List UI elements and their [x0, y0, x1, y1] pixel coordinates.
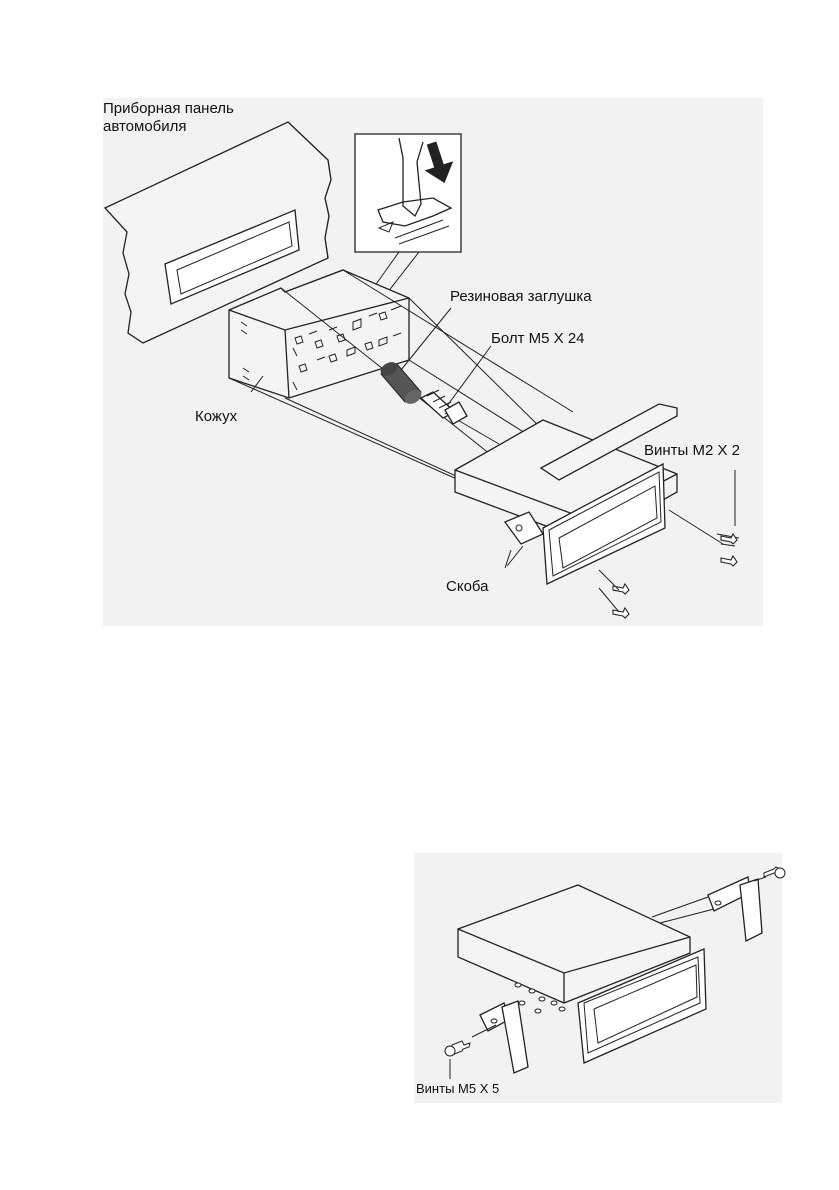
- mounting-sleeve: [228, 269, 410, 399]
- installation-diagram: Приборная панель автомобиля Резиновая за…: [103, 98, 763, 626]
- release-tab-inset: [318, 133, 462, 365]
- dashboard-label-line1: Приборная панель: [103, 100, 234, 117]
- rubber-plug: [380, 307, 452, 404]
- screws-m2-label: Винты M2 X 2: [644, 442, 741, 459]
- bolt-label: Болт M5 X 24: [491, 330, 585, 347]
- rubber-plug-label: Резиновая заглушка: [450, 288, 592, 305]
- installation-drawing: [103, 121, 740, 619]
- bracket-label: Скоба: [446, 578, 489, 595]
- bolt-m5x24: [419, 345, 492, 425]
- head-unit: [454, 403, 678, 585]
- bracket-mounting-diagram: Винты M5 X 5: [414, 853, 786, 1103]
- bracket-drawing: [444, 866, 786, 1079]
- screws-m5-label: Винты M5 X 5: [416, 1081, 500, 1096]
- sleeve-label: Кожух: [195, 408, 238, 425]
- dashboard-label-line2: автомобиля: [103, 118, 187, 135]
- screws: [598, 470, 740, 619]
- car-dashboard-panel: [103, 121, 332, 344]
